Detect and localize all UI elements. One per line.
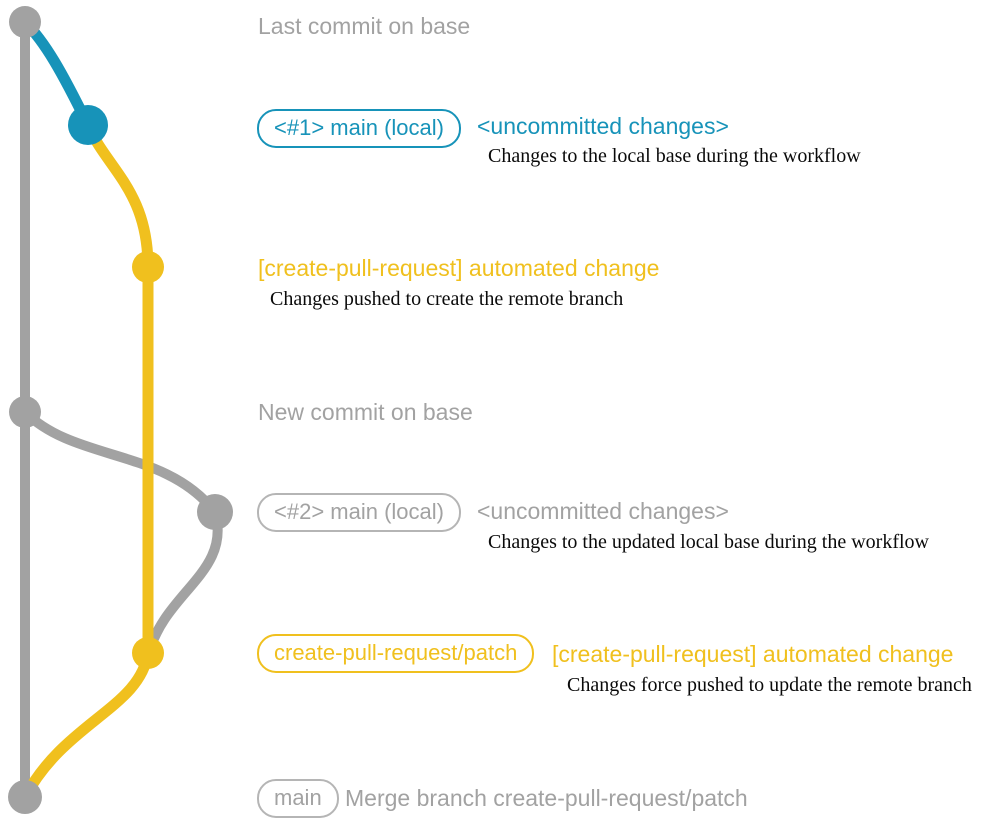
label-new-commit-on-base: New commit on base [258, 399, 473, 425]
git-graph [8, 6, 233, 814]
commit-dot-local-2 [197, 494, 233, 530]
badge-main: main [257, 779, 339, 819]
badge-create-pull-request-patch: create-pull-request/patch [257, 634, 535, 674]
merge-edge [19, 647, 154, 803]
badge-main-local-1: <#1> main (local) [257, 109, 461, 149]
desc-updated-local-base-changes: Changes to the updated local base during… [488, 531, 929, 553]
commit-dot-pr-2 [132, 637, 164, 669]
label-uncommitted-changes-1: <uncommitted changes> [477, 113, 729, 139]
commit-dot-pr-1 [132, 251, 164, 283]
label-uncommitted-changes-2: <uncommitted changes> [477, 498, 729, 524]
label-last-commit-on-base: Last commit on base [258, 13, 471, 39]
desc-force-pushed-update-branch: Changes force pushed to update the remot… [567, 674, 972, 696]
pr-branch-line [82, 119, 154, 659]
base-new-commit-edge [20, 407, 220, 517]
commit-dot-base-top [9, 6, 41, 38]
desc-pushed-create-branch: Changes pushed to create the remote bran… [270, 288, 624, 310]
label-merge-branch: Merge branch create-pull-request/patch [345, 785, 748, 811]
label-automated-change-2: [create-pull-request] automated change [552, 641, 954, 667]
commit-dot-local-1 [68, 105, 108, 145]
rebase-edge [144, 507, 223, 658]
commit-dot-base-new [9, 396, 41, 428]
label-automated-change-1: [create-pull-request] automated change [258, 255, 660, 281]
commit-dot-merge [8, 780, 42, 814]
badge-main-local-2: <#2> main (local) [257, 493, 461, 533]
desc-local-base-changes: Changes to the local base during the wor… [488, 145, 861, 167]
